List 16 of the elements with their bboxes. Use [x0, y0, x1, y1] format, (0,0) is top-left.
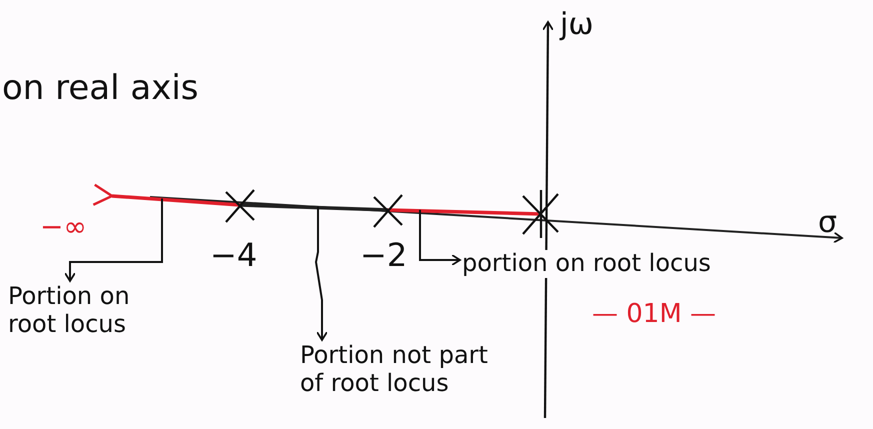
leader-arrow	[419, 210, 461, 266]
leader-arrow	[64, 198, 163, 282]
axis-caption: on real axis	[2, 70, 199, 108]
leader-arrow	[314, 206, 328, 341]
root-locus-segment	[388, 208, 542, 216]
tick-label: −2	[360, 238, 408, 274]
marks-note: — 01M —	[592, 300, 716, 329]
axis-label: jω	[560, 8, 594, 41]
tick-label: −4	[210, 238, 258, 274]
annotation-text: Portion on root locus	[8, 283, 131, 338]
axis-segment	[240, 203, 388, 212]
axis-label: σ	[818, 206, 838, 239]
annotation-text: portion on root locus	[462, 250, 711, 278]
root-locus-segment	[92, 184, 240, 207]
axis-end-label: −∞	[40, 212, 87, 243]
annotation-text: Portion not part of root locus	[300, 342, 489, 398]
